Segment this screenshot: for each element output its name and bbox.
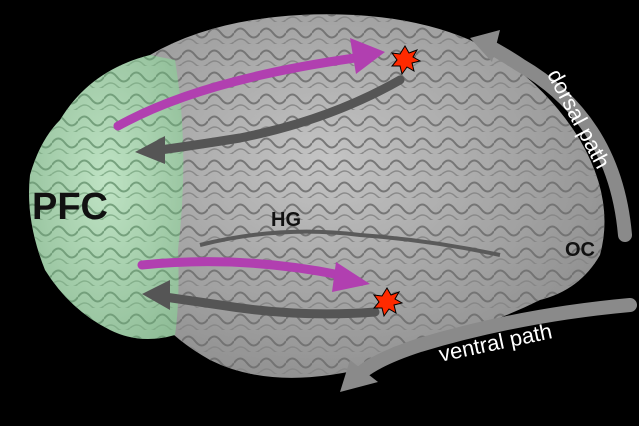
oc-label: OC [565, 239, 595, 261]
ventral-activation-burst [372, 287, 404, 318]
dorsal-path-arrow [470, 30, 632, 242]
ventral-path-arrow [340, 298, 637, 392]
ventral-forward-arrow [137, 257, 370, 292]
dorsal-backward-arrow [135, 75, 405, 164]
brain-cortex [98, 14, 605, 378]
ventral-backward-arrow [142, 280, 380, 319]
dorsal-activation-burst [390, 45, 422, 76]
dorsal-forward-arrow [113, 38, 385, 131]
hg-label: HG [271, 209, 301, 231]
pfc-label: PFC [32, 186, 108, 228]
